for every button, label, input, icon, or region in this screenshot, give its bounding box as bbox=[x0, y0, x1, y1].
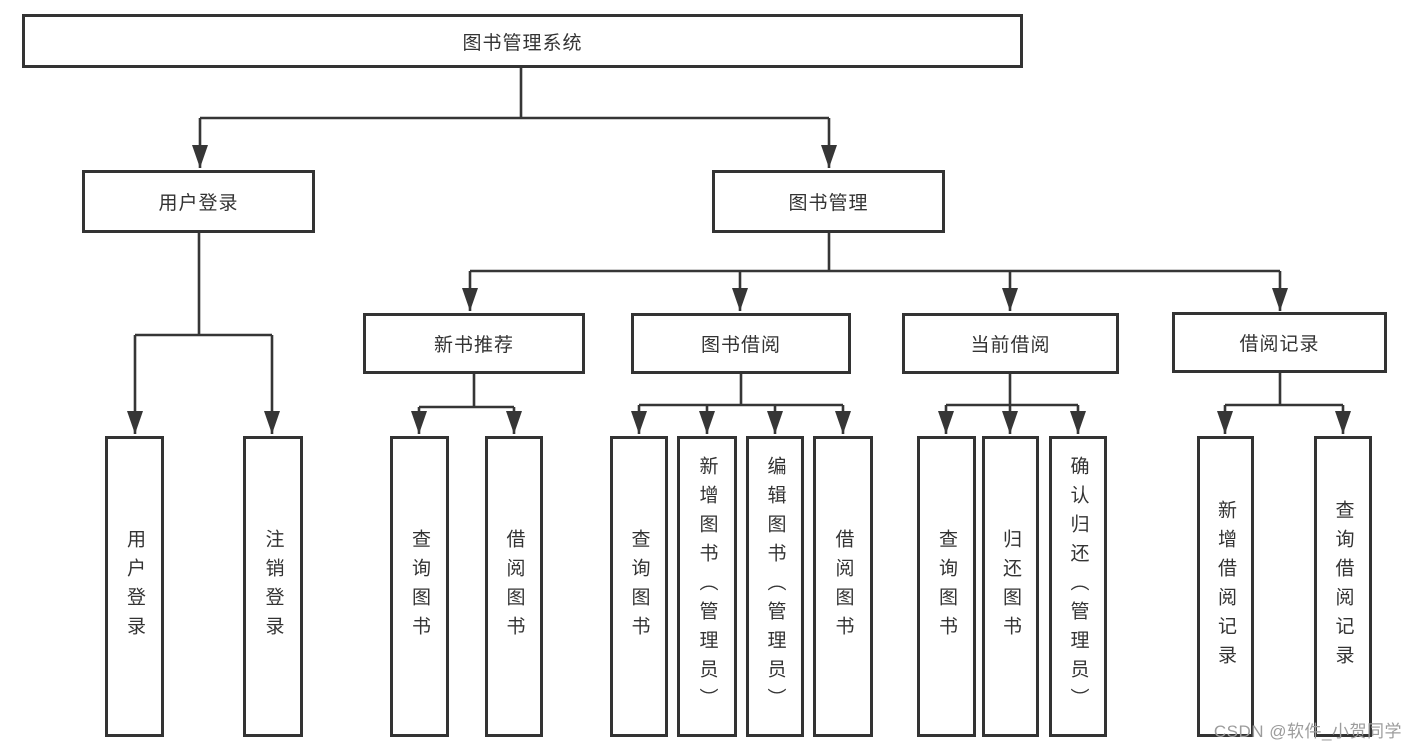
connector-current-borrow-bar bbox=[946, 374, 1078, 407]
node-leaf-edit-book-admin-label: 编辑图书（管理员） bbox=[764, 456, 786, 717]
node-leaf-query-book-current-label: 查询图书 bbox=[936, 528, 957, 645]
node-leaf-query-book-borrow-label: 查询图书 bbox=[628, 528, 650, 645]
node-leaf-borrow-book-borrow-label: 借阅图书 bbox=[832, 528, 854, 645]
connector-new-book-bar bbox=[419, 374, 514, 409]
node-leaf-return-book-label: 归还图书 bbox=[1000, 528, 1021, 645]
node-new-book-recommend: 新书推荐 bbox=[363, 313, 585, 374]
watermark: CSDN @软件_小贺同学 bbox=[1213, 722, 1402, 741]
node-user-login-group-label: 用户登录 bbox=[158, 193, 239, 214]
node-leaf-add-book-admin-label: 新增图书（管理员） bbox=[696, 456, 718, 717]
node-leaf-add-book-admin: 新增图书（管理员） bbox=[677, 436, 737, 737]
node-user-login-group: 用户登录 bbox=[82, 170, 315, 233]
node-root-label: 图书管理系统 bbox=[462, 32, 583, 54]
node-book-borrow: 图书借阅 bbox=[631, 313, 851, 374]
node-leaf-query-book-recommend-label: 查询图书 bbox=[409, 528, 430, 645]
node-leaf-query-borrow-record: 查询借阅记录 bbox=[1314, 436, 1372, 737]
connector-user-login-bar bbox=[135, 233, 272, 337]
node-leaf-confirm-return-admin: 确认归还（管理员） bbox=[1049, 436, 1107, 737]
node-leaf-edit-book-admin: 编辑图书（管理员） bbox=[746, 436, 804, 737]
node-leaf-add-borrow-record: 新增借阅记录 bbox=[1197, 436, 1254, 737]
node-borrow-records-label: 借阅记录 bbox=[1239, 334, 1320, 355]
node-new-book-recommend-label: 新书推荐 bbox=[433, 335, 514, 356]
connector-book-management-bar bbox=[470, 233, 1280, 273]
node-leaf-logout-label: 注销登录 bbox=[262, 528, 284, 645]
node-leaf-return-book: 归还图书 bbox=[982, 436, 1039, 737]
node-book-management-label: 图书管理 bbox=[788, 193, 869, 214]
node-leaf-query-book-recommend: 查询图书 bbox=[390, 436, 449, 737]
node-leaf-query-book-borrow: 查询图书 bbox=[610, 436, 668, 737]
connector-root-bar bbox=[200, 68, 829, 120]
node-leaf-query-book-current: 查询图书 bbox=[917, 436, 976, 737]
node-leaf-user-login-label: 用户登录 bbox=[124, 528, 145, 645]
node-leaf-borrow-book-recommend-label: 借阅图书 bbox=[503, 528, 525, 645]
node-book-management: 图书管理 bbox=[712, 170, 945, 233]
connector-book-borrow-bar bbox=[639, 374, 843, 407]
node-leaf-user-login: 用户登录 bbox=[105, 436, 164, 737]
node-current-borrow-label: 当前借阅 bbox=[970, 335, 1051, 356]
node-leaf-query-borrow-record-label: 查询借阅记录 bbox=[1332, 499, 1354, 674]
node-leaf-confirm-return-admin-label: 确认归还（管理员） bbox=[1067, 456, 1089, 717]
connector-borrow-records-bar bbox=[1225, 373, 1343, 407]
node-current-borrow: 当前借阅 bbox=[902, 313, 1119, 374]
node-root: 图书管理系统 bbox=[22, 14, 1023, 68]
node-leaf-logout: 注销登录 bbox=[243, 436, 303, 737]
node-borrow-records: 借阅记录 bbox=[1172, 312, 1387, 373]
node-leaf-borrow-book-recommend: 借阅图书 bbox=[485, 436, 543, 737]
node-leaf-add-borrow-record-label: 新增借阅记录 bbox=[1215, 499, 1236, 674]
node-leaf-borrow-book-borrow: 借阅图书 bbox=[813, 436, 873, 737]
node-book-borrow-label: 图书借阅 bbox=[700, 335, 781, 356]
